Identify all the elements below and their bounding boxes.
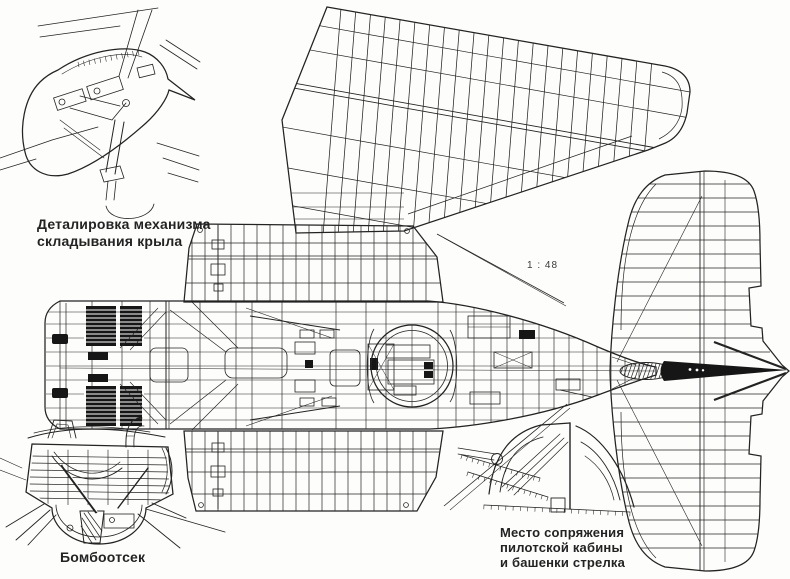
tail-cone-drawing [611, 356, 788, 390]
cockpit-joint-caption-line3: и башенки стрелка [500, 555, 626, 570]
centre-section-stub-top [183, 223, 444, 303]
bomb-bay-caption-line1: Бомбоотсек [60, 549, 146, 565]
wing-fold-detail-drawing [0, 7, 201, 219]
bomb-bay-caption: Бомбоотсек [60, 549, 145, 566]
cockpit-turret-joint-drawing [457, 422, 635, 517]
bomb-bay-detail-drawing [0, 417, 226, 549]
scale-label: 1 : 48 [527, 260, 559, 271]
outer-wing-panel-drawing [281, 6, 691, 234]
rear-fuselage-equipment [467, 315, 593, 405]
cockpit-joint-caption-line1: Место сопряжения [500, 525, 625, 540]
wing-fold-caption-line1: Деталировка механизма [37, 216, 211, 232]
gun-turret-ring [366, 324, 458, 408]
centre-section-stub-bottom [183, 430, 444, 512]
cockpit-joint-caption: Место сопряжения пилотской кабины и баше… [500, 525, 625, 570]
cockpit-interior [294, 329, 395, 407]
engine-cylinders [52, 301, 341, 431]
fuselage-plan-drawing [44, 223, 657, 512]
cockpit-joint-caption-line2: пилотской кабины [500, 540, 623, 555]
wing-fold-caption: Деталировка механизма складывания крыла [37, 216, 211, 250]
wing-fold-caption-line2: складывания крыла [37, 233, 183, 249]
